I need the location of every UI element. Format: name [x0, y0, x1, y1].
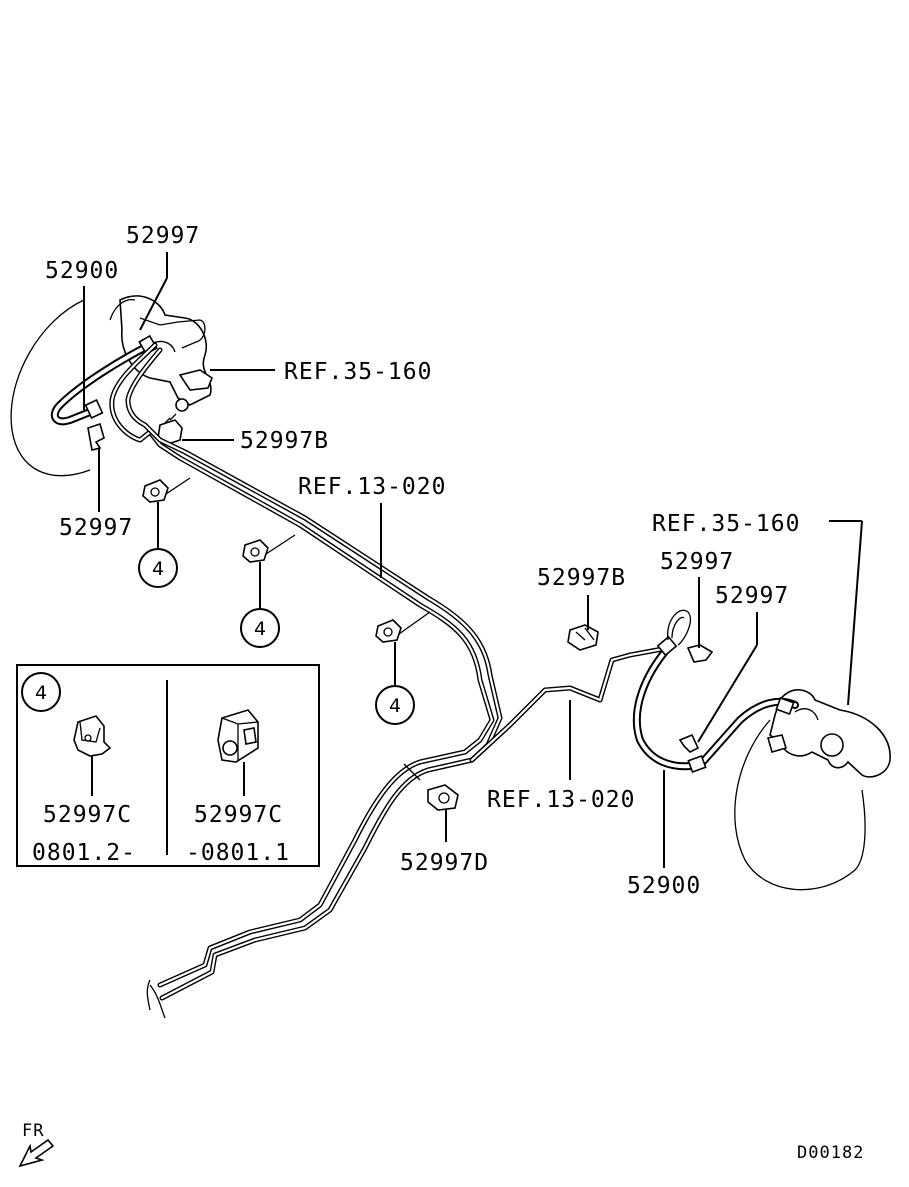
- inset-box: 4 52997C 0801.2- 52997C -0801.1: [16, 664, 320, 867]
- label-52997B-right: 52997B: [537, 565, 626, 591]
- pipe-clip-2: [242, 534, 296, 563]
- svg-text:4: 4: [152, 558, 164, 580]
- callout-circle: 4: [375, 685, 415, 725]
- label-ref-13-020-bottom: REF.13-020: [487, 787, 635, 813]
- front-brake-hose: [50, 334, 158, 426]
- svg-text:4: 4: [389, 695, 401, 717]
- label-52900-right: 52900: [627, 873, 701, 899]
- inset-clip-old: [217, 709, 259, 796]
- callout-circle: 4: [240, 608, 280, 648]
- inset-right-date: -0801.1: [186, 840, 290, 866]
- label-52997-right1: 52997: [660, 549, 734, 575]
- rear-disc-assembly: [734, 689, 891, 891]
- direction-indicator: FR: [18, 1121, 55, 1168]
- front-arrow-icon: [18, 1138, 55, 1168]
- svg-text:4: 4: [254, 618, 266, 640]
- inset-clip-new: [73, 715, 112, 796]
- rear-brake-hose: [632, 609, 799, 774]
- callout-circle: 4: [138, 548, 178, 588]
- label-52997-top: 52997: [126, 223, 200, 249]
- label-ref-13-020-top: REF.13-020: [298, 474, 446, 500]
- label-52900-left: 52900: [45, 258, 119, 284]
- label-52997-left: 52997: [59, 515, 133, 541]
- direction-label: FR: [22, 1121, 44, 1141]
- clip-52997B-right: [567, 624, 599, 651]
- clip-52997-right2: [678, 733, 700, 753]
- inset-left-date: 0801.2-: [32, 840, 136, 866]
- leader-lines: [83, 252, 863, 868]
- pipe-clip-1: [142, 477, 191, 503]
- clip-52997B-left: [157, 413, 183, 445]
- label-ref-35-160-left: REF.35-160: [284, 359, 432, 385]
- brake-pipes: [109, 342, 671, 1019]
- inset-right-part: 52997C: [194, 802, 283, 828]
- inset-left-part: 52997C: [43, 802, 132, 828]
- inset-callout-circle: [21, 672, 61, 712]
- label-52997D: 52997D: [400, 850, 489, 876]
- label-52997-right2: 52997: [715, 583, 789, 609]
- drawing-code: D00182: [797, 1143, 864, 1163]
- pipe-clip-3: [375, 611, 431, 643]
- clip-52997D: [403, 763, 459, 811]
- label-52997B-left: 52997B: [240, 428, 329, 454]
- label-ref-35-160-right: REF.35-160: [652, 511, 800, 537]
- clip-52997-left: [87, 422, 105, 451]
- inset-callout-number: 4: [35, 682, 47, 704]
